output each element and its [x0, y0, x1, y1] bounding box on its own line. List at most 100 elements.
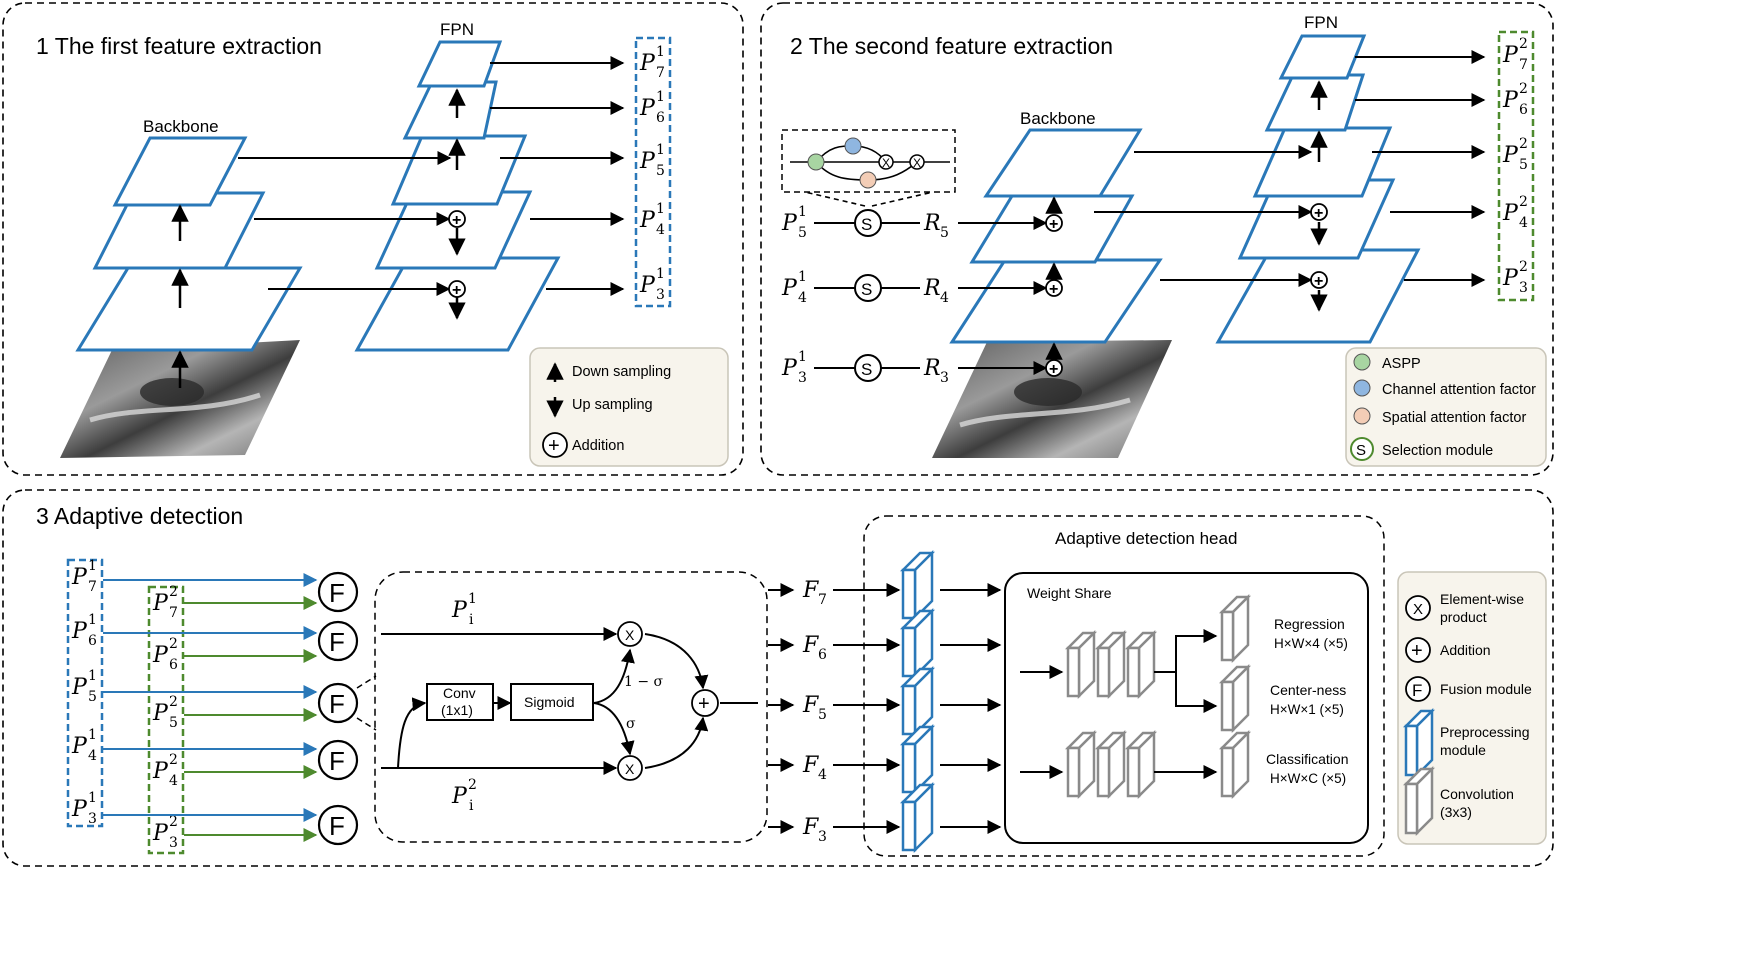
svg-text:1: 1 — [656, 266, 665, 282]
svg-text:6: 6 — [169, 657, 178, 673]
spatial-legend-icon — [1353, 407, 1371, 425]
p1-backbone-layer-3 — [75, 266, 303, 352]
fusion-legend-icon: F — [1405, 676, 1431, 702]
p3-legend-elementwise-1: Element-wise — [1440, 591, 1524, 607]
fusion-zoom-line-2 — [356, 717, 377, 731]
svg-text:P: P — [1502, 266, 1519, 291]
p1-legend-box — [529, 347, 729, 467]
p2-backbone-label: Backbone — [1020, 109, 1096, 128]
svg-text:4: 4 — [1519, 215, 1528, 231]
svg-text:F: F — [329, 746, 345, 776]
svg-text:3: 3 — [656, 287, 665, 303]
regression-label: Regression — [1274, 616, 1345, 632]
svg-text:P: P — [1502, 143, 1519, 168]
svg-text:P: P — [639, 273, 656, 298]
panel-2-frame — [760, 2, 1554, 476]
svg-text:6: 6 — [88, 633, 97, 649]
svg-text:5: 5 — [798, 225, 807, 241]
fusion-node-4: F — [317, 739, 359, 781]
conv-stack-top — [1064, 629, 1158, 700]
p2-backbone-add-4: + — [1045, 279, 1063, 298]
svg-text:P: P — [71, 675, 88, 700]
svg-text:5: 5 — [940, 225, 949, 241]
svg-text:1: 1 — [656, 89, 665, 105]
svg-text:S: S — [861, 215, 872, 234]
svg-text:6: 6 — [656, 110, 665, 126]
conv-block-label: Conv — [443, 685, 476, 701]
svg-text:2: 2 — [169, 752, 178, 768]
classification-dim: H×W×C (×5) — [1270, 771, 1346, 786]
svg-text:P: P — [152, 821, 169, 846]
p1-add-node-3: + — [448, 280, 466, 299]
adaptive-head-title: Adaptive detection head — [1055, 529, 1237, 548]
svg-text:X: X — [625, 761, 635, 777]
preproc-block-5 — [899, 665, 936, 738]
fusion-multiply-top: X — [617, 621, 643, 647]
panel-1-frame — [2, 2, 744, 476]
p2-fpn-layer-p6 — [1264, 73, 1366, 132]
svg-text:i: i — [469, 612, 474, 628]
fusion-node-6: F — [317, 620, 359, 662]
svg-text:1: 1 — [798, 204, 807, 220]
fusion-detail-box — [374, 571, 768, 843]
svg-text:1: 1 — [798, 349, 807, 365]
p1-backbone-label: Backbone — [143, 117, 219, 136]
svg-text:1: 1 — [88, 790, 97, 806]
p2-backbone — [949, 128, 1163, 344]
svg-text:P: P — [781, 356, 798, 381]
svg-text:P: P — [781, 276, 798, 301]
weight-share-box — [1004, 572, 1369, 844]
p3-legend-elementwise-2: product — [1440, 609, 1487, 625]
svg-text:R: R — [923, 276, 941, 301]
ws-branch-centerness — [1175, 672, 1218, 713]
p3-legend-box — [1397, 571, 1547, 845]
svg-text:+: + — [548, 435, 560, 457]
sigmoid-block-label: Sigmoid — [524, 694, 575, 710]
svg-text:X: X — [882, 156, 890, 170]
svg-text:P: P — [1502, 88, 1519, 113]
svg-text:2: 2 — [1519, 136, 1528, 152]
p2-ultrasound-image — [932, 340, 1172, 458]
aspp-legend-icon — [1353, 353, 1371, 371]
svg-text:+: + — [1049, 361, 1058, 378]
svg-text:P: P — [639, 96, 656, 121]
svg-text:3: 3 — [818, 829, 827, 845]
svg-text:P: P — [152, 701, 169, 726]
selection-node-5: S — [854, 209, 882, 237]
p2-fpn — [1215, 34, 1421, 344]
preproc-block-6 — [899, 607, 936, 680]
svg-text:S: S — [861, 280, 872, 299]
conv-head-centerness — [1218, 663, 1252, 734]
p1-fpn-label: FPN — [440, 20, 474, 39]
svg-text:X: X — [625, 627, 635, 643]
preproc-block-7 — [899, 549, 936, 622]
svg-text:P: P — [152, 643, 169, 668]
p2-fpn-add-3: + — [1310, 271, 1328, 290]
svg-text:+: + — [698, 693, 710, 715]
svg-text:2: 2 — [1519, 36, 1528, 52]
svg-text:2: 2 — [1519, 259, 1528, 275]
fusion-node-3: F — [317, 804, 359, 846]
panel-3-title: 3 Adaptive detection — [36, 503, 243, 529]
svg-text:1: 1 — [88, 612, 97, 628]
p2-backbone-add-5: + — [1045, 214, 1063, 233]
detail-multiply-node-1: X — [878, 154, 894, 170]
svg-text:P: P — [639, 208, 656, 233]
panel-1-title: 1 The first feature extraction — [36, 33, 322, 59]
svg-text:5: 5 — [1519, 157, 1528, 173]
p1-fpn-layer-p5 — [390, 134, 528, 206]
svg-text:3: 3 — [169, 835, 178, 851]
svg-text:7: 7 — [656, 65, 665, 81]
